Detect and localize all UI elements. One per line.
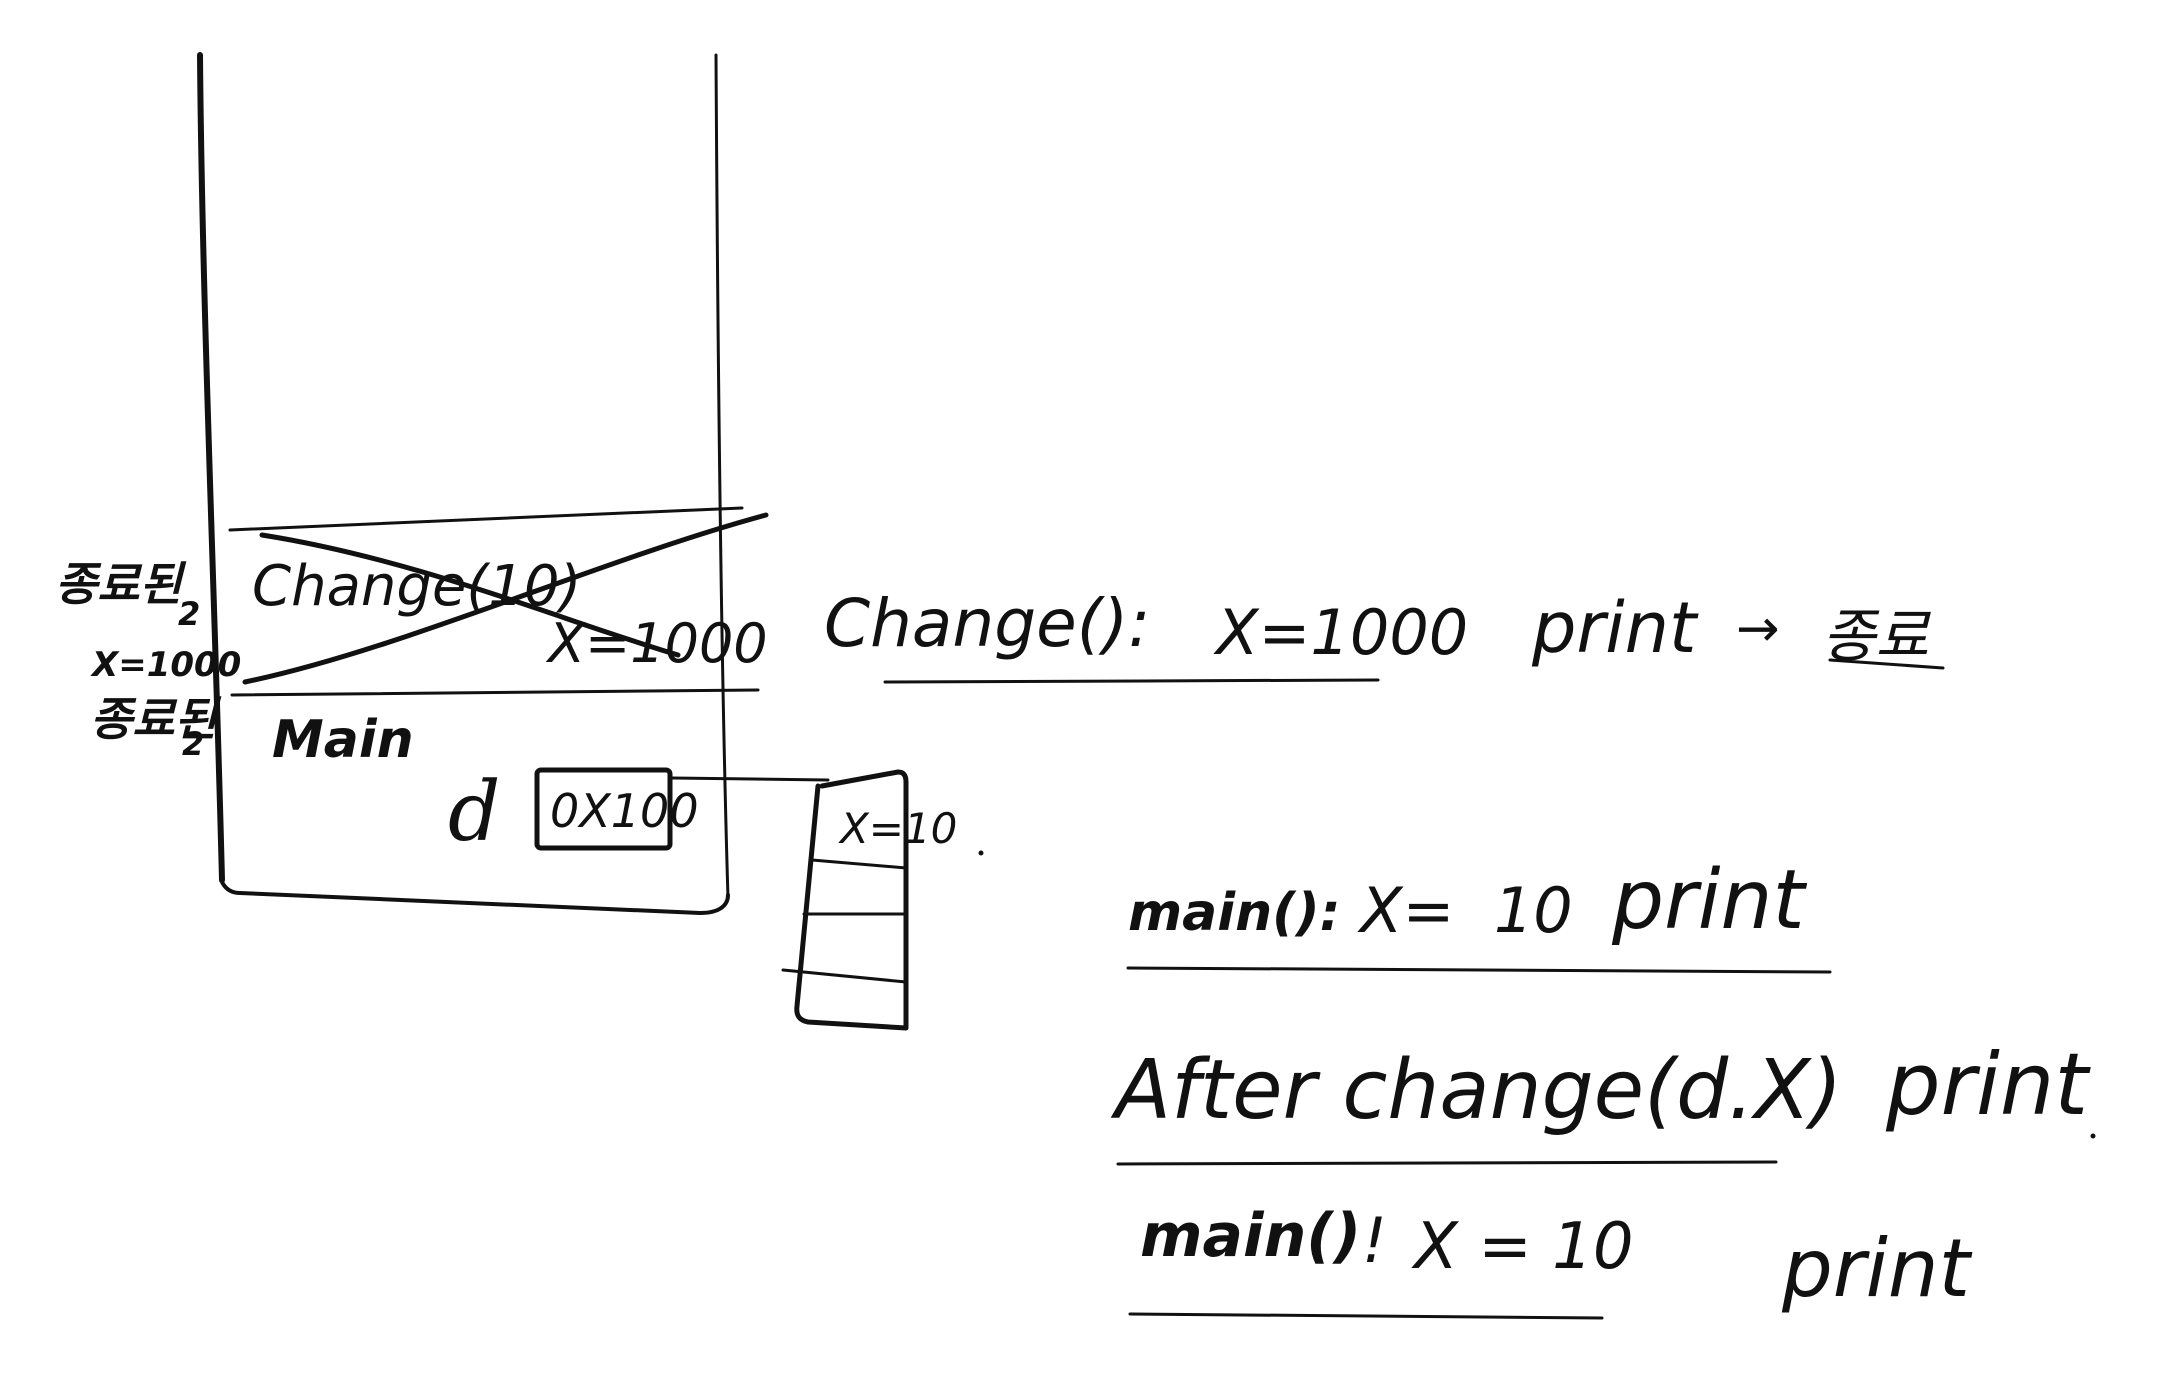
note-change-call: Change(): xyxy=(824,585,1150,662)
side-note-line3-sub: 2 xyxy=(182,725,204,763)
main-var-name: d xyxy=(448,765,501,860)
note-change-end: 종료 xyxy=(1822,602,1931,670)
reference-pointer xyxy=(670,776,830,782)
stack-bottom xyxy=(220,880,730,915)
note-change: Change(): X=1000 print → 종료 xyxy=(824,585,1945,684)
main-var-box xyxy=(534,767,673,851)
note-main-second-call: main() xyxy=(1140,1201,1361,1271)
stack-memory: Change(10) X=1000 Main d 0X100 xyxy=(197,52,769,915)
note-change-value: X=1000 xyxy=(1213,596,1468,669)
note-main-first-print: print xyxy=(1611,853,1808,948)
note-main-second-sep: ! xyxy=(1362,1204,1387,1277)
side-note-line1-sub: 2 xyxy=(178,595,200,633)
note-after-change-text: After change(d.X) xyxy=(1110,1043,1842,1138)
side-note-line1: 종료된 xyxy=(55,557,187,611)
side-note-line3: 종료된 xyxy=(90,692,222,746)
note-after-change-print: print xyxy=(1885,1035,2091,1135)
side-note-line2: X=1000 xyxy=(90,645,241,685)
note-main-first: main(): X= 10 print xyxy=(1126,853,1832,974)
stray-dot-1 xyxy=(978,850,984,856)
note-after-change: After change(d.X) print xyxy=(1110,1035,2096,1166)
main-var-value: 0X100 xyxy=(550,784,699,838)
note-main-first-call: main(): xyxy=(1128,883,1340,943)
note-change-underline xyxy=(883,678,1380,684)
note-main-first-underline xyxy=(1126,966,1832,974)
note-main-second-underline xyxy=(1128,1312,1604,1320)
frame-change-label: Change(10) xyxy=(252,554,581,619)
side-notes: 종료된 2 X=1000 종료된 2 xyxy=(55,557,241,763)
stack-frame-divider xyxy=(230,688,760,697)
note-main-second: main() ! X = 10 print xyxy=(1128,1201,1973,1320)
cross-out-line-2 xyxy=(242,512,769,685)
cross-out-line-1 xyxy=(259,532,681,658)
stack-top-divider xyxy=(228,506,744,532)
note-after-change-underline xyxy=(1116,1160,1778,1166)
stack-right-wall xyxy=(714,53,730,900)
note-change-end-underline xyxy=(1828,658,1945,670)
frame-main: Main d 0X100 xyxy=(272,710,699,860)
frame-main-label: Main xyxy=(272,710,414,770)
stray-dot-2 xyxy=(2090,1133,2096,1139)
note-main-first-value: X= 10 xyxy=(1357,874,1573,947)
frame-change: Change(10) X=1000 xyxy=(242,512,769,685)
heap-row-divider-1 xyxy=(810,858,908,870)
notes: Change(): X=1000 print → 종료 main(): X= 1… xyxy=(824,585,2096,1320)
heap-field: X=10 xyxy=(838,804,957,853)
heap-object: X=10 xyxy=(670,769,984,1031)
stack-left-wall xyxy=(197,52,225,883)
note-change-print: print xyxy=(1531,587,1699,669)
note-change-arrow: → xyxy=(1736,599,1780,659)
heap-row-divider-3 xyxy=(781,968,908,984)
note-main-second-print: print xyxy=(1781,1222,1973,1315)
note-main-second-value: X = 10 xyxy=(1411,1210,1634,1284)
heap-object-outline xyxy=(794,769,909,1031)
